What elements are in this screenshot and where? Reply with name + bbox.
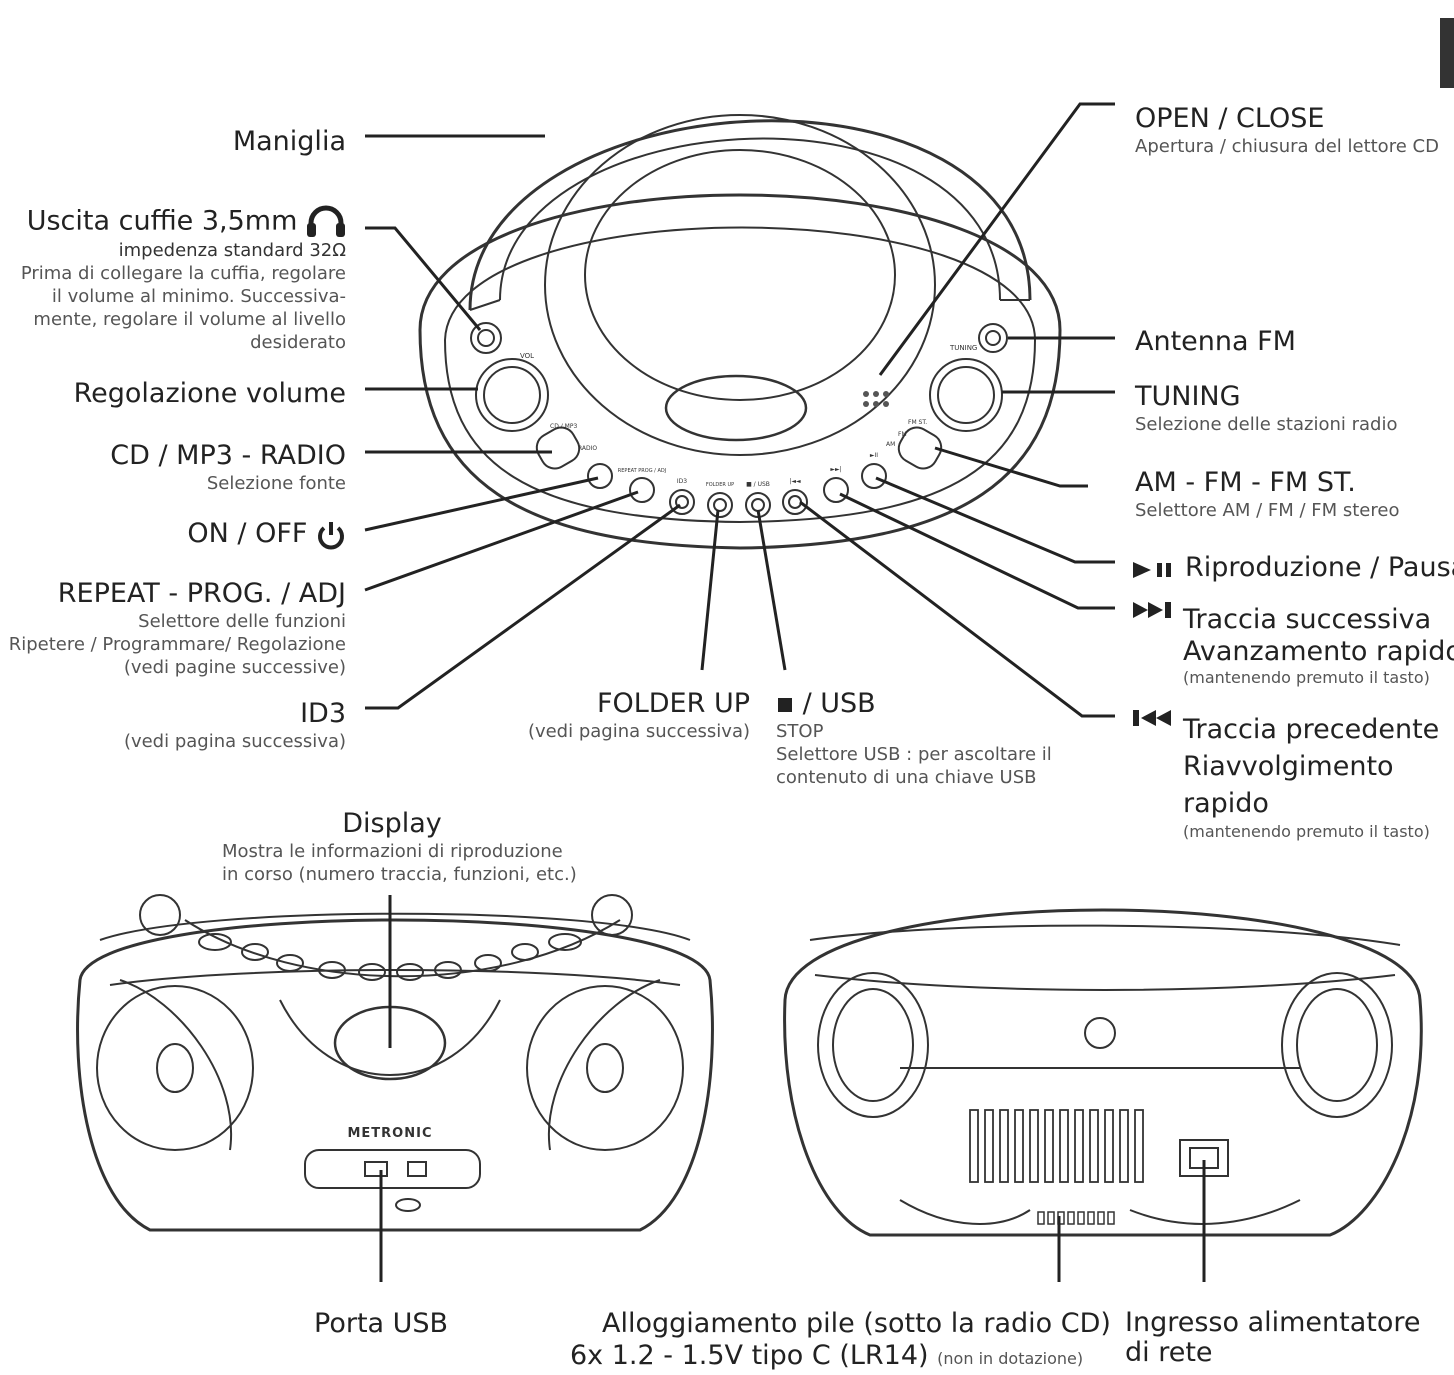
play-pause-icon: [1133, 562, 1171, 578]
page-tab-marker: [1440, 18, 1454, 88]
stop-icon: [778, 697, 792, 712]
label-usb-port: Porta USB: [314, 1308, 449, 1339]
label-band: AM - FM - FM ST. Selettore AM / FM / FM …: [1135, 467, 1400, 521]
back-view-device: [783, 908, 1423, 1237]
svg-text:FM: FM: [898, 431, 907, 438]
label-id3: ID3 (vedi pagina successiva): [123, 698, 346, 752]
svg-text:■ / USB: ■ / USB: [746, 481, 770, 488]
label-folder-up: FOLDER UP (vedi pagina successiva): [527, 688, 750, 742]
svg-text:TUNING: TUNING: [949, 344, 977, 352]
svg-text:CD / MP3: CD / MP3: [550, 423, 577, 430]
front-view-device: [76, 894, 714, 1232]
svg-text:VOL: VOL: [520, 352, 534, 360]
next-track-icon: [1133, 602, 1171, 618]
label-stop-usb: / USB STOP Selettore USB : per ascoltare…: [776, 688, 1052, 788]
svg-text:►►|: ►►|: [830, 466, 841, 473]
svg-text:RADIO: RADIO: [578, 445, 597, 452]
label-maniglia: Maniglia: [232, 126, 346, 157]
label-repeat: REPEAT - PROG. / ADJ Selettore delle fun…: [8, 578, 346, 678]
svg-text:►II: ►II: [870, 452, 878, 459]
svg-text:FM ST.: FM ST.: [908, 419, 927, 426]
label-tuning: TUNING Selezione delle stazioni radio: [1135, 381, 1398, 435]
prev-track-icon: [1133, 710, 1171, 726]
label-play-pause: Riproduzione / Pausa: [1185, 552, 1454, 583]
leader-lines: [364, 102, 1206, 1282]
headphones-icon: [307, 205, 345, 237]
brand-logo-text: METRONIC: [347, 1126, 432, 1141]
svg-text:FOLDER UP: FOLDER UP: [706, 482, 734, 488]
svg-text:ID3: ID3: [677, 478, 687, 485]
svg-text:AM: AM: [886, 441, 895, 448]
svg-text:REPEAT PROG / ADJ: REPEAT PROG / ADJ: [618, 468, 666, 474]
label-onoff: ON / OFF: [187, 518, 346, 551]
label-source: CD / MP3 - RADIO Selezione fonte: [110, 440, 346, 494]
label-headphones: Uscita cuffie 3,5mm impedenza standard 3…: [20, 205, 346, 354]
label-antenna: Antenna FM: [1135, 326, 1296, 357]
power-icon: [318, 521, 344, 549]
label-battery: Alloggiamento pile (sotto la radio CD) 6…: [570, 1308, 1111, 1371]
label-display: Display Mostra le informazioni di riprod…: [222, 808, 577, 885]
label-volume: Regolazione volume: [73, 378, 346, 409]
top-view-device: [418, 114, 1062, 550]
svg-text:|◄◄: |◄◄: [789, 478, 801, 485]
label-open-close: OPEN / CLOSE Apertura / chiusura del let…: [1135, 103, 1439, 157]
